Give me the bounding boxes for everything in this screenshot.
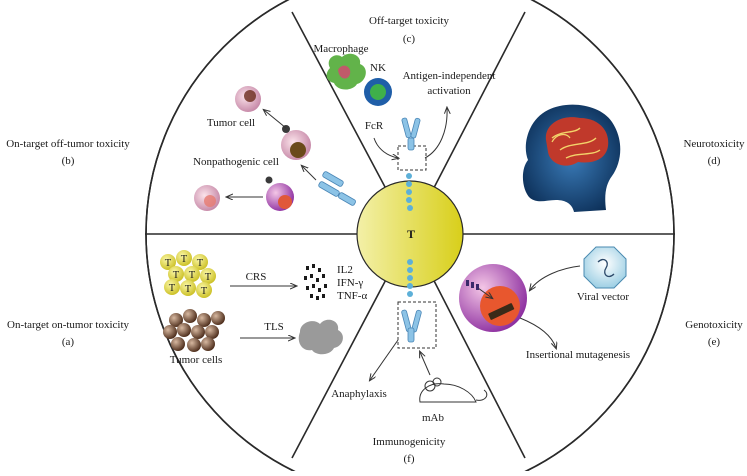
brain-icon <box>545 117 609 166</box>
viral-vector-label: Viral vector <box>577 291 630 303</box>
right-margin <box>680 0 747 471</box>
integrated-dna-icon <box>488 303 515 320</box>
section-off-target: Off-target toxicity (c) Macrophage NK An… <box>314 15 496 171</box>
cluster-t-7: T <box>169 283 176 294</box>
receptor-beads-bottom <box>407 259 413 297</box>
cluster-t-4: T <box>173 270 180 281</box>
antigen-label-line2: activation <box>427 85 471 97</box>
outer-ring-top <box>145 0 675 476</box>
car-receptor-icon-left <box>318 171 356 206</box>
immunogenicity-letter: (f) <box>404 453 415 465</box>
cluster-t-9: T <box>201 286 208 297</box>
antigen-label-line1: Antigen-independent <box>403 70 496 82</box>
cluster-t-3: T <box>197 258 204 269</box>
cluster-t-1: T <box>165 258 172 269</box>
tumor-arrow <box>264 110 287 129</box>
tumor-cells-cluster-icon <box>163 309 225 352</box>
t-cell-label: T <box>407 227 415 241</box>
on-tumor-title: On-target on-tumor toxicity <box>7 319 129 331</box>
tumor-debris-icon <box>298 319 343 355</box>
antibody-icon-bottom <box>401 309 422 343</box>
fcr-binding-box <box>397 145 427 171</box>
crs-label: CRS <box>246 271 267 283</box>
tls-label: TLS <box>264 321 284 333</box>
ifn-label: IFN-γ <box>337 277 363 289</box>
immunogenicity-title: Immunogenicity <box>373 436 446 448</box>
anaphylaxis-arrow <box>370 339 399 380</box>
off-target-letter: (c) <box>403 33 416 45</box>
macrophage-label: Macrophage <box>314 43 369 55</box>
cluster-t-8: T <box>185 284 192 295</box>
left-margin <box>0 0 140 471</box>
genotoxicity-letter: (e) <box>708 336 721 348</box>
antibody-binding-box <box>397 301 437 349</box>
on-tumor-letter: (a) <box>62 336 75 348</box>
viral-vector-icon <box>583 246 627 289</box>
cluster-t-2: T <box>181 254 188 265</box>
genotoxicity-title: Genotoxicity <box>685 319 743 331</box>
nk-label: NK <box>370 62 386 74</box>
nonpathogenic-label: Nonpathogenic cell <box>193 156 279 168</box>
mab-arrow <box>420 352 431 376</box>
fcr-label: FcR <box>365 120 384 132</box>
section-on-target-on-tumor: On-target on-tumor toxicity (a) T T T T … <box>7 250 367 366</box>
tumor-cell-label: Tumor cell <box>207 117 255 129</box>
car-to-cell-arrow <box>302 166 317 181</box>
nk-cell-nucleus-icon <box>370 84 386 100</box>
cluster-t-6: T <box>205 272 212 283</box>
t-cell-cluster-icon <box>160 250 216 298</box>
activation-arrow <box>424 108 447 159</box>
mutagenesis-arrow <box>519 317 556 348</box>
insertional-label: Insertional mutagenesis <box>526 349 630 361</box>
mab-label: mAb <box>422 412 445 424</box>
cell-nucleus-icon <box>480 286 520 326</box>
off-tumor-title: On-target off-tumor toxicity <box>6 138 130 150</box>
mouse-icon <box>419 383 477 403</box>
section-genotoxicity: Genotoxicity (e) Viral vector Insertiona… <box>459 246 743 361</box>
sector-dividers <box>145 11 675 459</box>
anaphylaxis-label: Anaphylaxis <box>331 388 387 400</box>
receptor-beads-top <box>406 173 413 211</box>
section-on-target-off-tumor: On-target off-tumor toxicity (b) Tumor c… <box>6 86 356 211</box>
central-t-cell: T <box>356 173 464 297</box>
vector-arrow <box>530 265 581 290</box>
antibody-icon-top <box>401 117 421 151</box>
tumor-cells-label: Tumor cells <box>170 354 222 366</box>
off-tumor-letter: (b) <box>62 155 75 167</box>
neurotoxicity-title: Neurotoxicity <box>683 138 745 150</box>
macrophage-nucleus-icon <box>338 65 351 79</box>
neurotoxicity-letter: (d) <box>708 155 721 167</box>
cluster-t-5: T <box>189 270 196 281</box>
il2-label: IL2 <box>337 264 353 276</box>
fcr-arrow <box>373 137 398 158</box>
section-neurotoxicity: Neurotoxicity (d) <box>522 104 745 212</box>
section-immunogenicity: Immunogenicity (f) Anaphylaxis mAb <box>331 301 488 465</box>
tnf-label: TNF-α <box>337 290 367 302</box>
cytokine-icon <box>304 264 327 300</box>
off-target-title: Off-target toxicity <box>369 15 449 27</box>
